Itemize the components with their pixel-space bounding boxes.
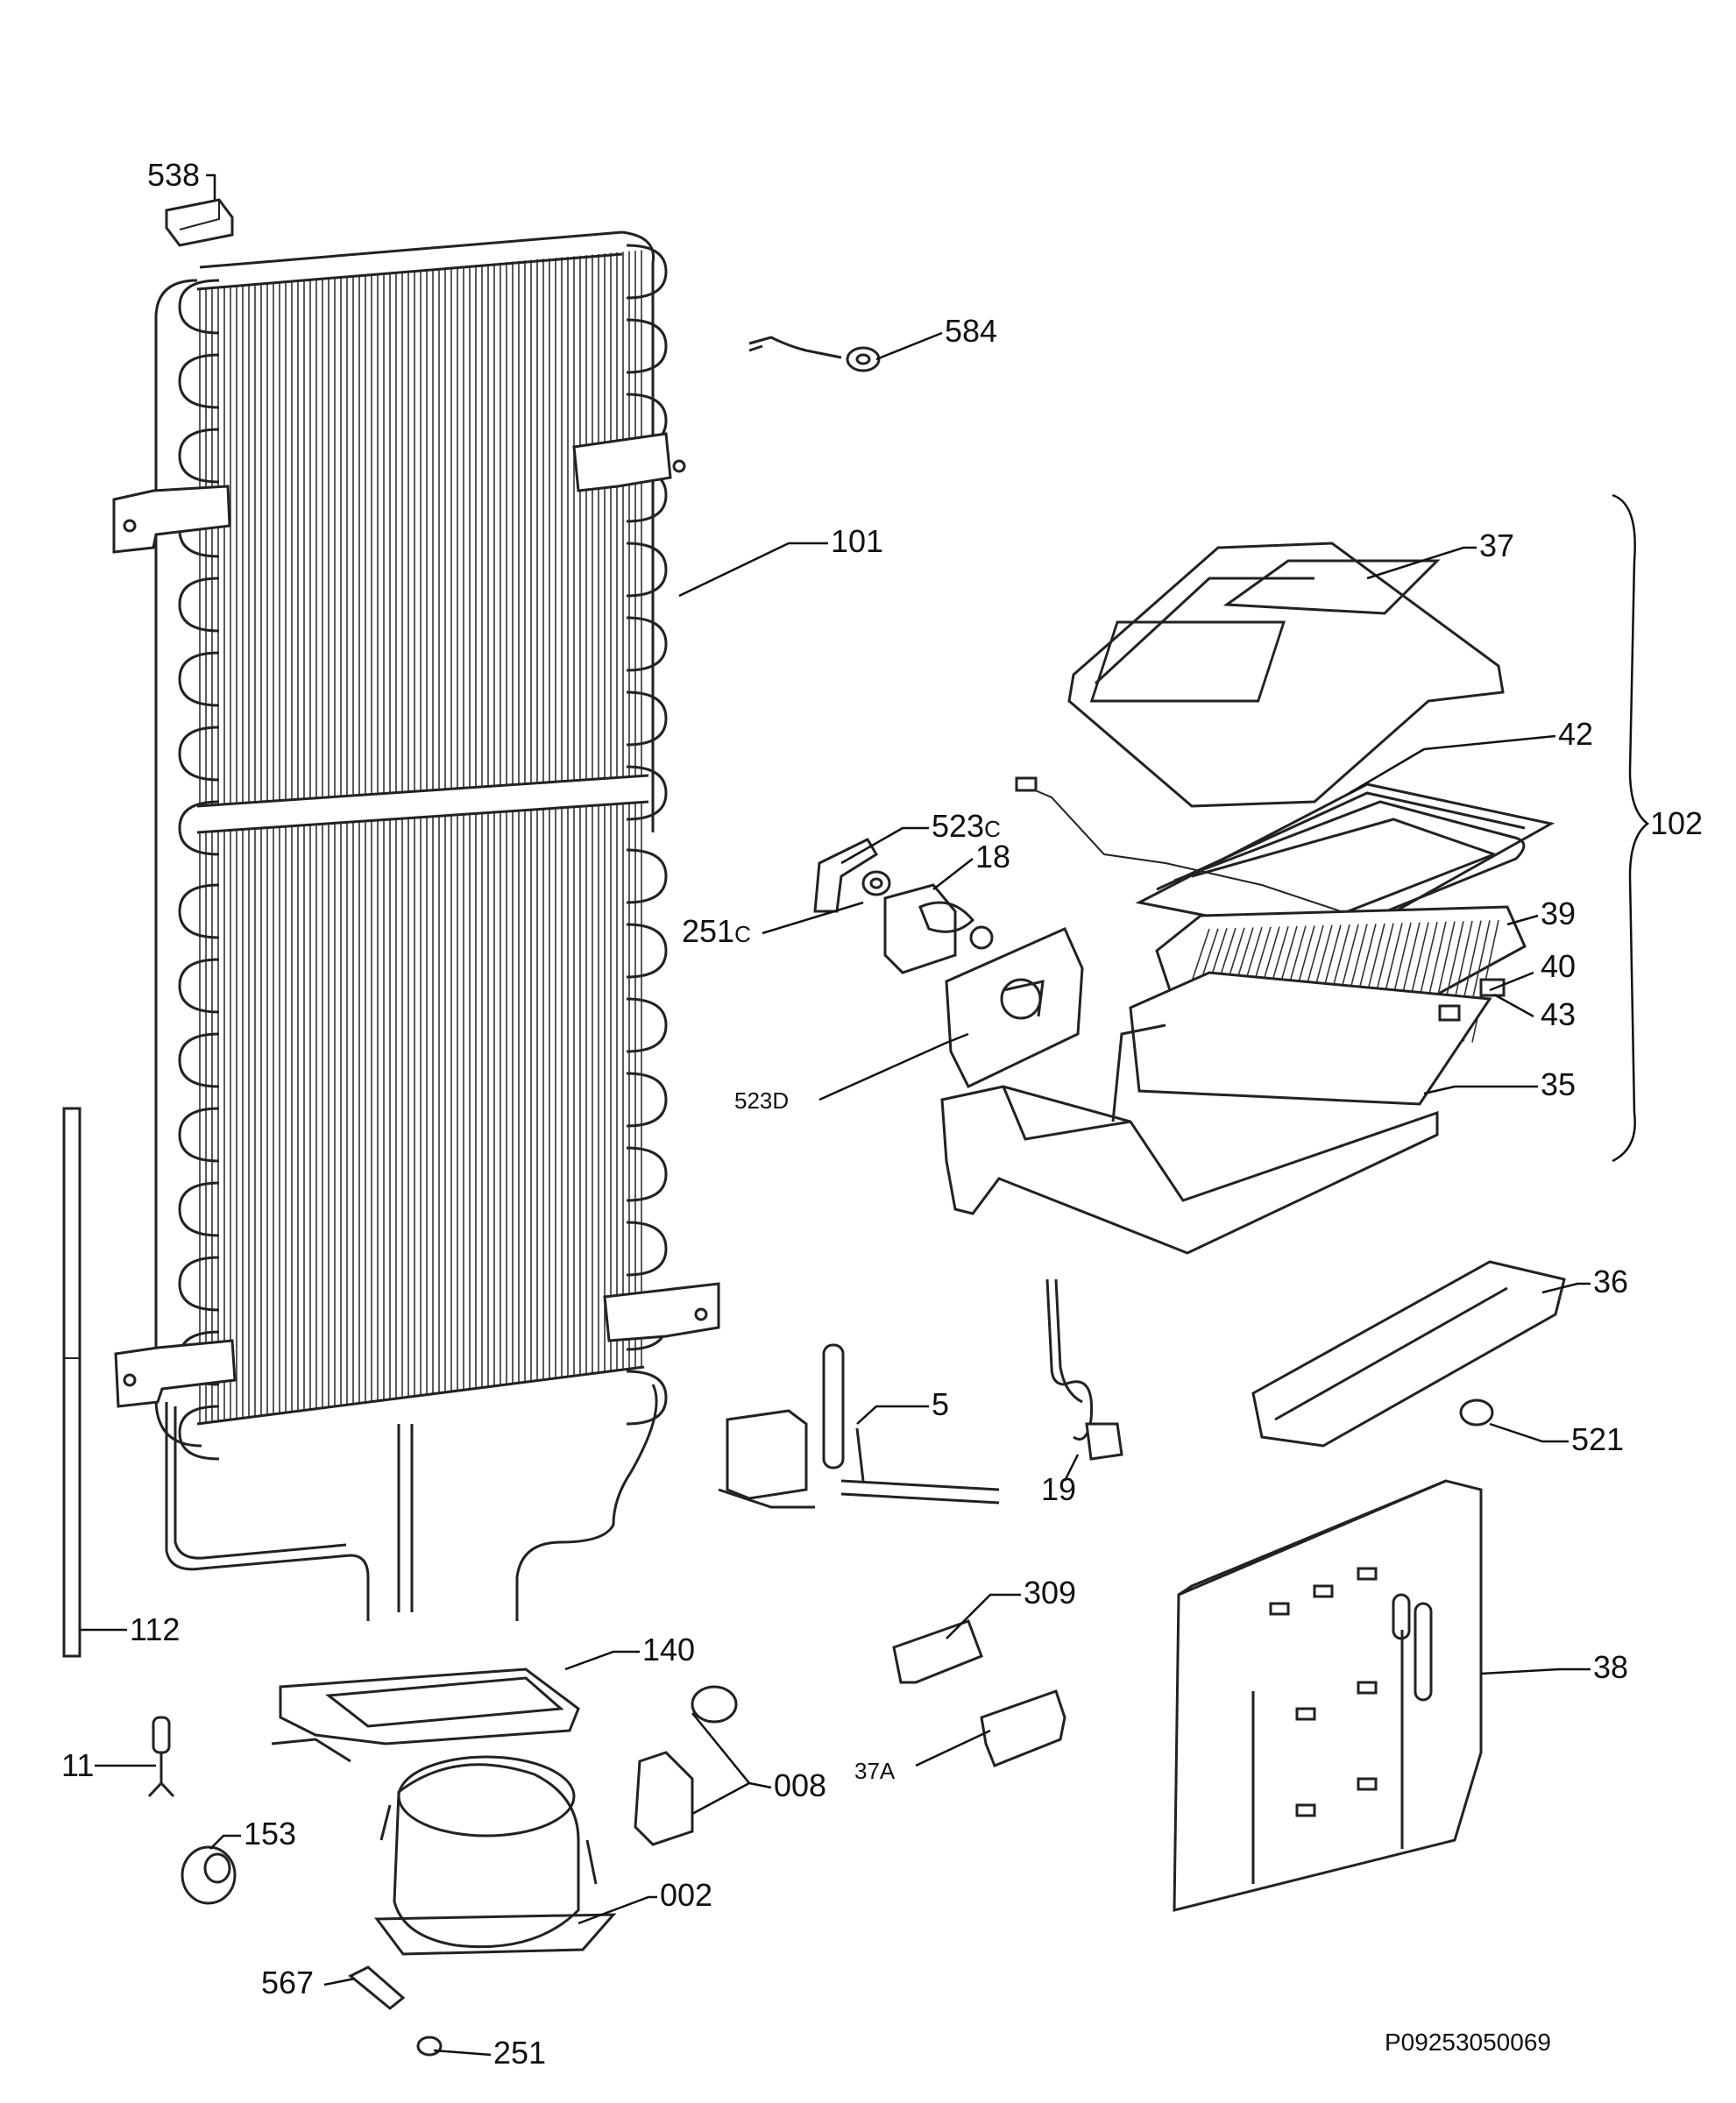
label-42: 42 [1558,716,1593,752]
label-102: 102 [1650,805,1703,841]
group-brace [1612,493,1650,1163]
grommet-153 [181,1845,237,1905]
label-567: 567 [261,1965,314,2000]
label-538: 538 [147,157,200,193]
label-309: 309 [1024,1575,1076,1611]
label-38: 38 [1593,1649,1628,1685]
label-5: 5 [932,1386,949,1422]
label-584: 584 [945,313,997,349]
part-labels: 538 584 101 37 42 523C 18 251C 39 40 43 … [61,157,1703,2071]
label-39: 39 [1541,896,1576,931]
label-40: 40 [1541,948,1576,984]
evaporator-assembly [940,542,1555,1255]
label-101: 101 [831,523,883,559]
compressor-base-140 [271,1668,580,1763]
drawing-code: P09253050069 [1385,2029,1551,2056]
label-140: 140 [642,1632,695,1668]
label-37: 37 [1479,528,1514,563]
o-ring-521 [1459,1398,1494,1427]
label-251: 251 [493,2035,546,2071]
power-cord-19 [1045,1278,1123,1461]
drain-tube [62,1107,81,1658]
label-521: 521 [1571,1421,1624,1457]
valve-11 [147,1716,175,1798]
label-251c: 251C [682,913,751,949]
label-002: 002 [660,1877,712,1913]
label-11: 11 [61,1747,94,1783]
label-18: 18 [975,839,1010,874]
label-36: 36 [1593,1264,1628,1299]
board-37a [980,1689,1066,1767]
leader-lines [79,173,1591,2057]
label-008: 008 [774,1767,826,1803]
fan-motor-18 [883,883,994,974]
condenser-coil [112,230,720,1621]
compressor-002 [374,1755,617,1956]
bracket-523c [813,838,879,913]
label-37a: 37A [854,1758,896,1784]
label-523c: 523C [932,808,1001,844]
relay-008 [634,1685,738,1846]
board-309 [892,1619,983,1684]
label-19: 19 [1041,1471,1076,1507]
label-523d: 523D [734,1087,789,1114]
grommet-251c [861,870,891,896]
cap-538 [165,198,234,247]
fan-cover-523d [945,927,1084,1088]
label-112: 112 [130,1611,180,1647]
rail-36 [1251,1260,1566,1448]
label-153: 153 [244,1816,296,1852]
sensor-584 [748,336,881,372]
clip-567 [348,1965,406,2010]
label-35: 35 [1541,1066,1576,1102]
back-panel-38 [1173,1479,1483,1912]
valve-5 [718,1343,1000,1509]
label-43: 43 [1541,996,1576,1032]
nut-251 [416,2036,443,2057]
